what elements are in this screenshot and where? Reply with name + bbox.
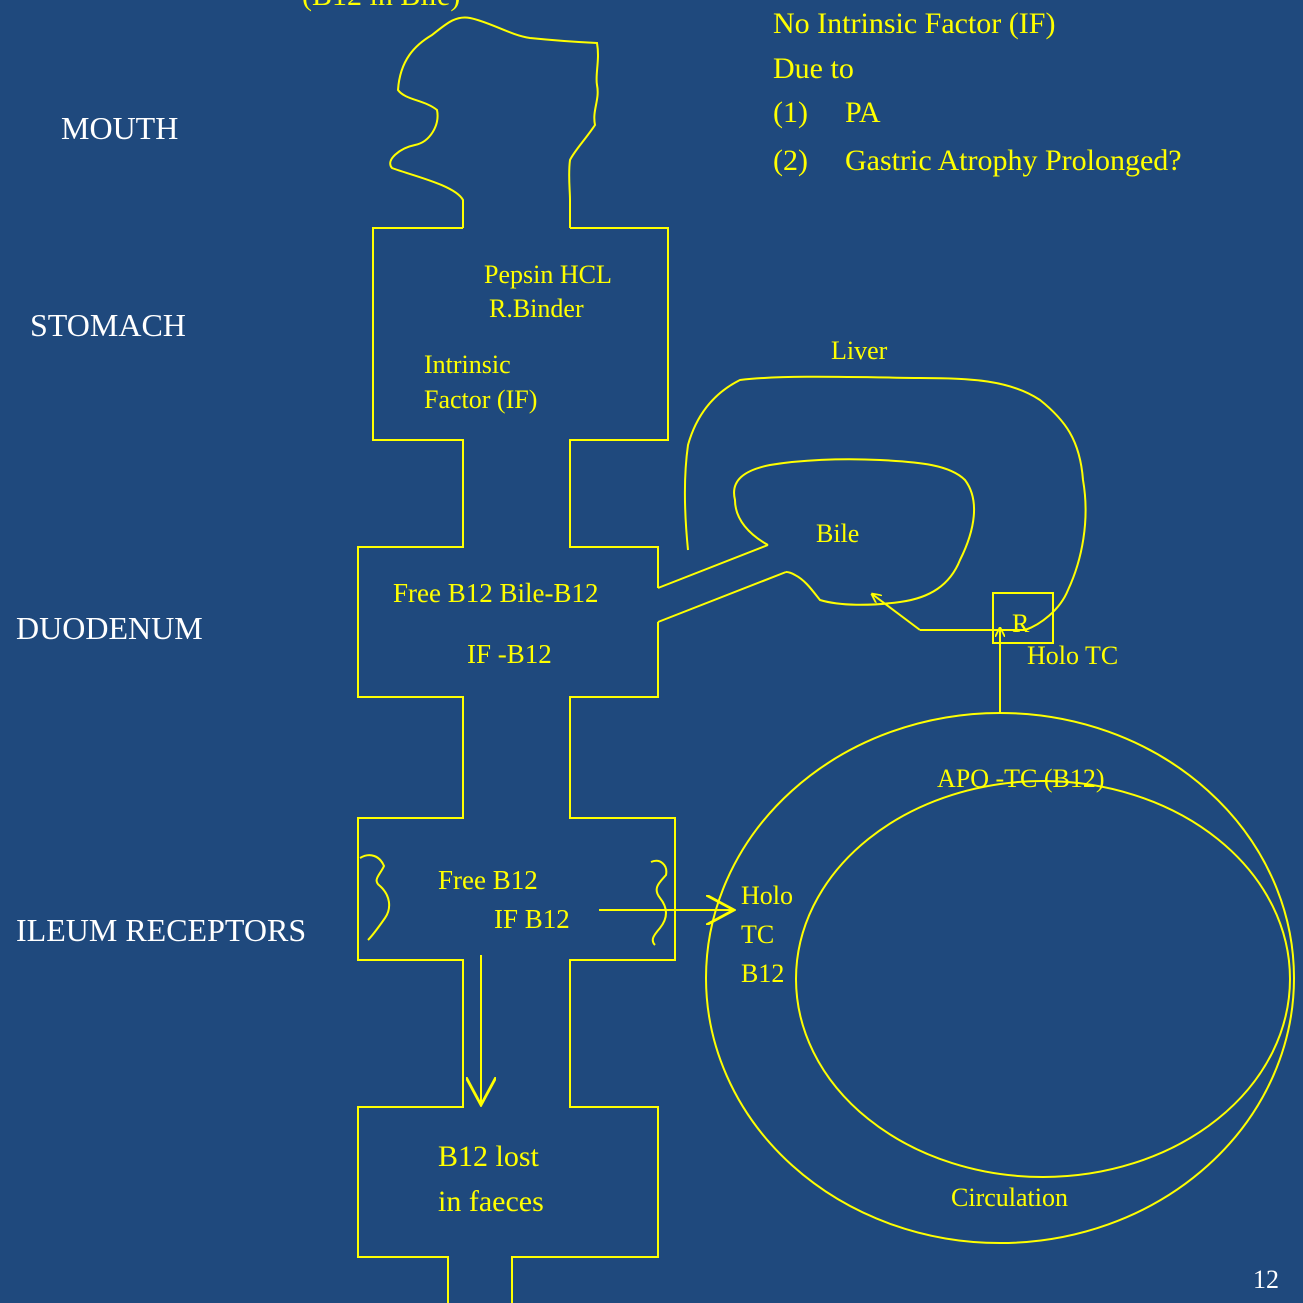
holo-tc-line3: B12 xyxy=(741,961,784,987)
stomach-if-line2: Factor (IF) xyxy=(424,387,537,413)
apo-tc-label: APO -TC (B12) xyxy=(937,766,1105,792)
slide-number: 12 xyxy=(1253,1267,1279,1293)
holo-tc-liver-label: Holo TC xyxy=(1027,643,1118,669)
cause-2-text: Gastric Atrophy Prolonged? xyxy=(845,146,1182,176)
holo-tc-line1: Holo xyxy=(741,883,793,909)
bile-duct xyxy=(658,545,786,622)
holo-tc-line2: TC xyxy=(741,922,774,948)
ileum-free-label: Free B12 xyxy=(438,867,538,894)
colon-line2: in faeces xyxy=(438,1187,544,1217)
circulation-inner-ring xyxy=(796,781,1290,1177)
mouth-outline xyxy=(390,17,598,228)
liver-label: Liver xyxy=(831,338,887,364)
cause-1-text: PA xyxy=(845,98,881,128)
bile-label: Bile xyxy=(816,521,859,547)
colon-line1: B12 lost xyxy=(438,1142,539,1172)
top-cut-label: (B12 in Bile) xyxy=(302,0,460,11)
organ-label-stomach: STOMACH xyxy=(30,309,186,341)
cause-2-number: (2) xyxy=(773,146,808,176)
duodenum-free-label: Free B12 Bile-B12 xyxy=(393,580,598,607)
organ-label-ileum: ILEUM RECEPTORS xyxy=(16,914,306,946)
circulation-label: Circulation xyxy=(951,1185,1068,1211)
receptor-label: R xyxy=(1012,611,1029,637)
cause-1-number: (1) xyxy=(773,98,808,128)
stomach-pepsin-label: Pepsin HCL xyxy=(484,262,612,288)
organ-label-mouth: MOUTH xyxy=(61,112,178,144)
duodenum-if-label: IF -B12 xyxy=(467,641,552,668)
ileum-receptor-left xyxy=(360,855,389,940)
ileum-receptor-right xyxy=(651,861,666,945)
stomach-if-line1: Intrinsic xyxy=(424,352,511,378)
ileum-if-label: IF B12 xyxy=(494,906,570,933)
cause-title: No Intrinsic Factor (IF) xyxy=(773,9,1055,39)
stomach-binder-label: R.Binder xyxy=(489,296,584,322)
due-to-label: Due to xyxy=(773,54,854,84)
organ-label-duodenum: DUODENUM xyxy=(16,612,203,644)
